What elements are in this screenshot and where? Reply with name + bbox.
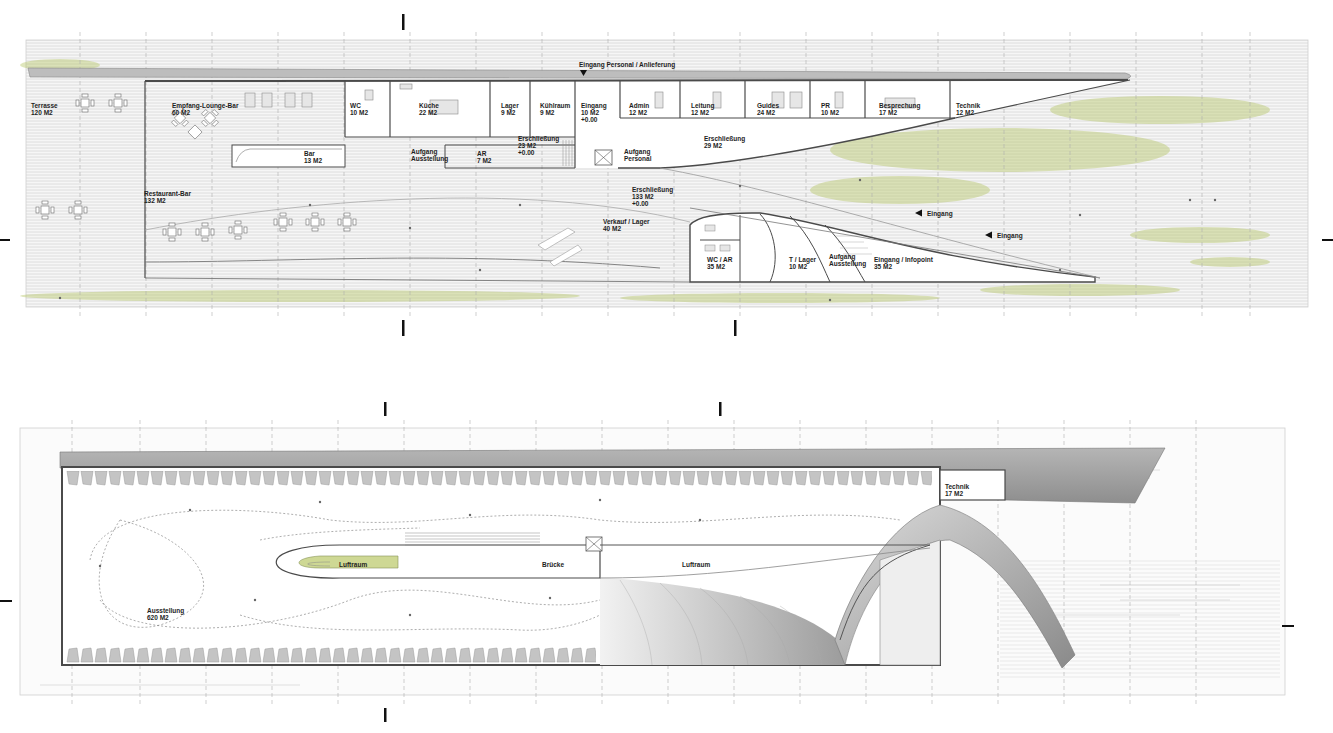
- room-area: 10 M2: [789, 263, 819, 270]
- room-label: Bar13 M2: [303, 149, 326, 165]
- room-area: 17 M2: [879, 109, 923, 116]
- room-name: Erschließung: [518, 135, 562, 142]
- room-label: Lager9 M2: [500, 101, 522, 117]
- room-name: Technik: [956, 102, 983, 109]
- room-area: +0.00: [518, 149, 562, 156]
- room-name: Aufgang Personal: [624, 148, 660, 162]
- room-area: 22 M2: [419, 109, 441, 116]
- room-label: Eingang10 M2+0.00: [580, 101, 610, 124]
- room-name: Ausstellung: [147, 607, 187, 614]
- plan-label: Luftraum: [338, 561, 368, 568]
- room-area: 29 M2: [704, 142, 748, 149]
- room-area: 40 M2: [603, 225, 652, 232]
- plan-label: Luftraum: [681, 561, 711, 568]
- room-name: Restaurant-Bar: [144, 190, 193, 197]
- room-area: +0.00: [632, 200, 676, 207]
- room-name: PR: [821, 102, 842, 109]
- room-label: Aufgang Ausstellung: [410, 147, 452, 163]
- room-name: Erschließung: [632, 186, 676, 193]
- room-label: Erschließung133 M2+0.00: [631, 185, 677, 208]
- room-name: Kühlraum: [540, 102, 573, 109]
- room-label: Besprechung17 M2: [878, 101, 924, 117]
- room-name: Erschließung: [704, 135, 748, 142]
- room-label: Leitung12 M2: [690, 101, 718, 117]
- room-name: Besprechung: [879, 102, 923, 109]
- room-area: +0.00: [581, 116, 609, 123]
- room-label: Kühlraum9 M2: [539, 101, 574, 117]
- room-label: Erschließung29 M2: [703, 134, 749, 150]
- room-name: Empfang-Lounge-Bar: [172, 102, 241, 109]
- room-name: Admin: [629, 102, 652, 109]
- room-label: Technik17 M2: [944, 482, 973, 498]
- room-name: Leitung: [691, 102, 717, 109]
- room-area: 24 M2: [757, 109, 782, 116]
- room-label: AR7 M2: [476, 149, 495, 165]
- room-label: Küche22 M2: [418, 101, 442, 117]
- room-name: Aufgang Ausstellung: [829, 253, 865, 267]
- room-area: 17 M2: [945, 490, 972, 497]
- room-label: Technik12 M2: [955, 101, 984, 117]
- room-label: Terrasse120 M2: [30, 101, 61, 117]
- room-label: WC10 M2: [349, 101, 372, 117]
- room-label: T / Lager10 M2: [788, 255, 820, 271]
- room-name: Lager: [501, 102, 521, 109]
- plan-label: Eingang Personal / Anlieferung: [578, 61, 676, 68]
- room-name: Eingang: [581, 102, 609, 109]
- room-label: WC / AR35 M2: [706, 255, 736, 271]
- room-name: Guides: [757, 102, 782, 109]
- room-name: Eingang / Infopoint: [874, 256, 935, 263]
- plan-label: Brücke: [541, 561, 565, 568]
- room-name: Aufgang Ausstellung: [411, 148, 451, 162]
- room-name: Technik: [945, 483, 972, 490]
- room-name: AR: [477, 150, 494, 157]
- room-name: Bar: [304, 150, 325, 157]
- room-label: Aufgang Ausstellung: [828, 252, 866, 268]
- room-area: 12 M2: [691, 109, 717, 116]
- room-area: 9 M2: [501, 109, 521, 116]
- room-label: Eingang / Infopoint35 M2: [873, 255, 936, 271]
- plan-label: Eingang: [996, 232, 1024, 239]
- room-label: Empfang-Lounge-Bar60 M2: [171, 101, 242, 117]
- room-area: 9 M2: [540, 109, 573, 116]
- plan-label: Eingang: [926, 210, 954, 217]
- room-area: 12 M2: [956, 109, 983, 116]
- room-area: 35 M2: [707, 263, 735, 270]
- room-label: Restaurant-Bar132 M2: [143, 189, 194, 205]
- room-area: 60 M2: [172, 109, 241, 116]
- room-area: 13 M2: [304, 157, 325, 164]
- room-area: 10 M2: [821, 109, 842, 116]
- room-name: T / Lager: [789, 256, 819, 263]
- room-area: 10 M2: [350, 109, 371, 116]
- room-name: Küche: [419, 102, 441, 109]
- room-area: 120 M2: [31, 109, 60, 116]
- room-name: Terrasse: [31, 102, 60, 109]
- room-label: PR10 M2: [820, 101, 843, 117]
- room-area: 23 M2: [518, 142, 562, 149]
- room-area: 12 M2: [629, 109, 652, 116]
- room-area: 132 M2: [144, 197, 193, 204]
- room-label: Admin12 M2: [628, 101, 653, 117]
- room-area: 7 M2: [477, 157, 494, 164]
- room-label: Erschließung23 M2+0.00: [517, 134, 563, 157]
- room-name: WC / AR: [707, 256, 735, 263]
- room-area: 620 M2: [147, 614, 187, 621]
- room-area: 35 M2: [874, 263, 935, 270]
- room-name: WC: [350, 102, 371, 109]
- room-label: Aufgang Personal: [623, 147, 661, 163]
- room-label: Guides24 M2: [756, 101, 783, 117]
- room-label: Ausstellung620 M2: [146, 606, 188, 622]
- room-area: 10 M2: [581, 109, 609, 116]
- room-name: Verkauf / Lager: [603, 218, 652, 225]
- room-area: 133 M2: [632, 193, 676, 200]
- room-label: Verkauf / Lager40 M2: [602, 217, 653, 233]
